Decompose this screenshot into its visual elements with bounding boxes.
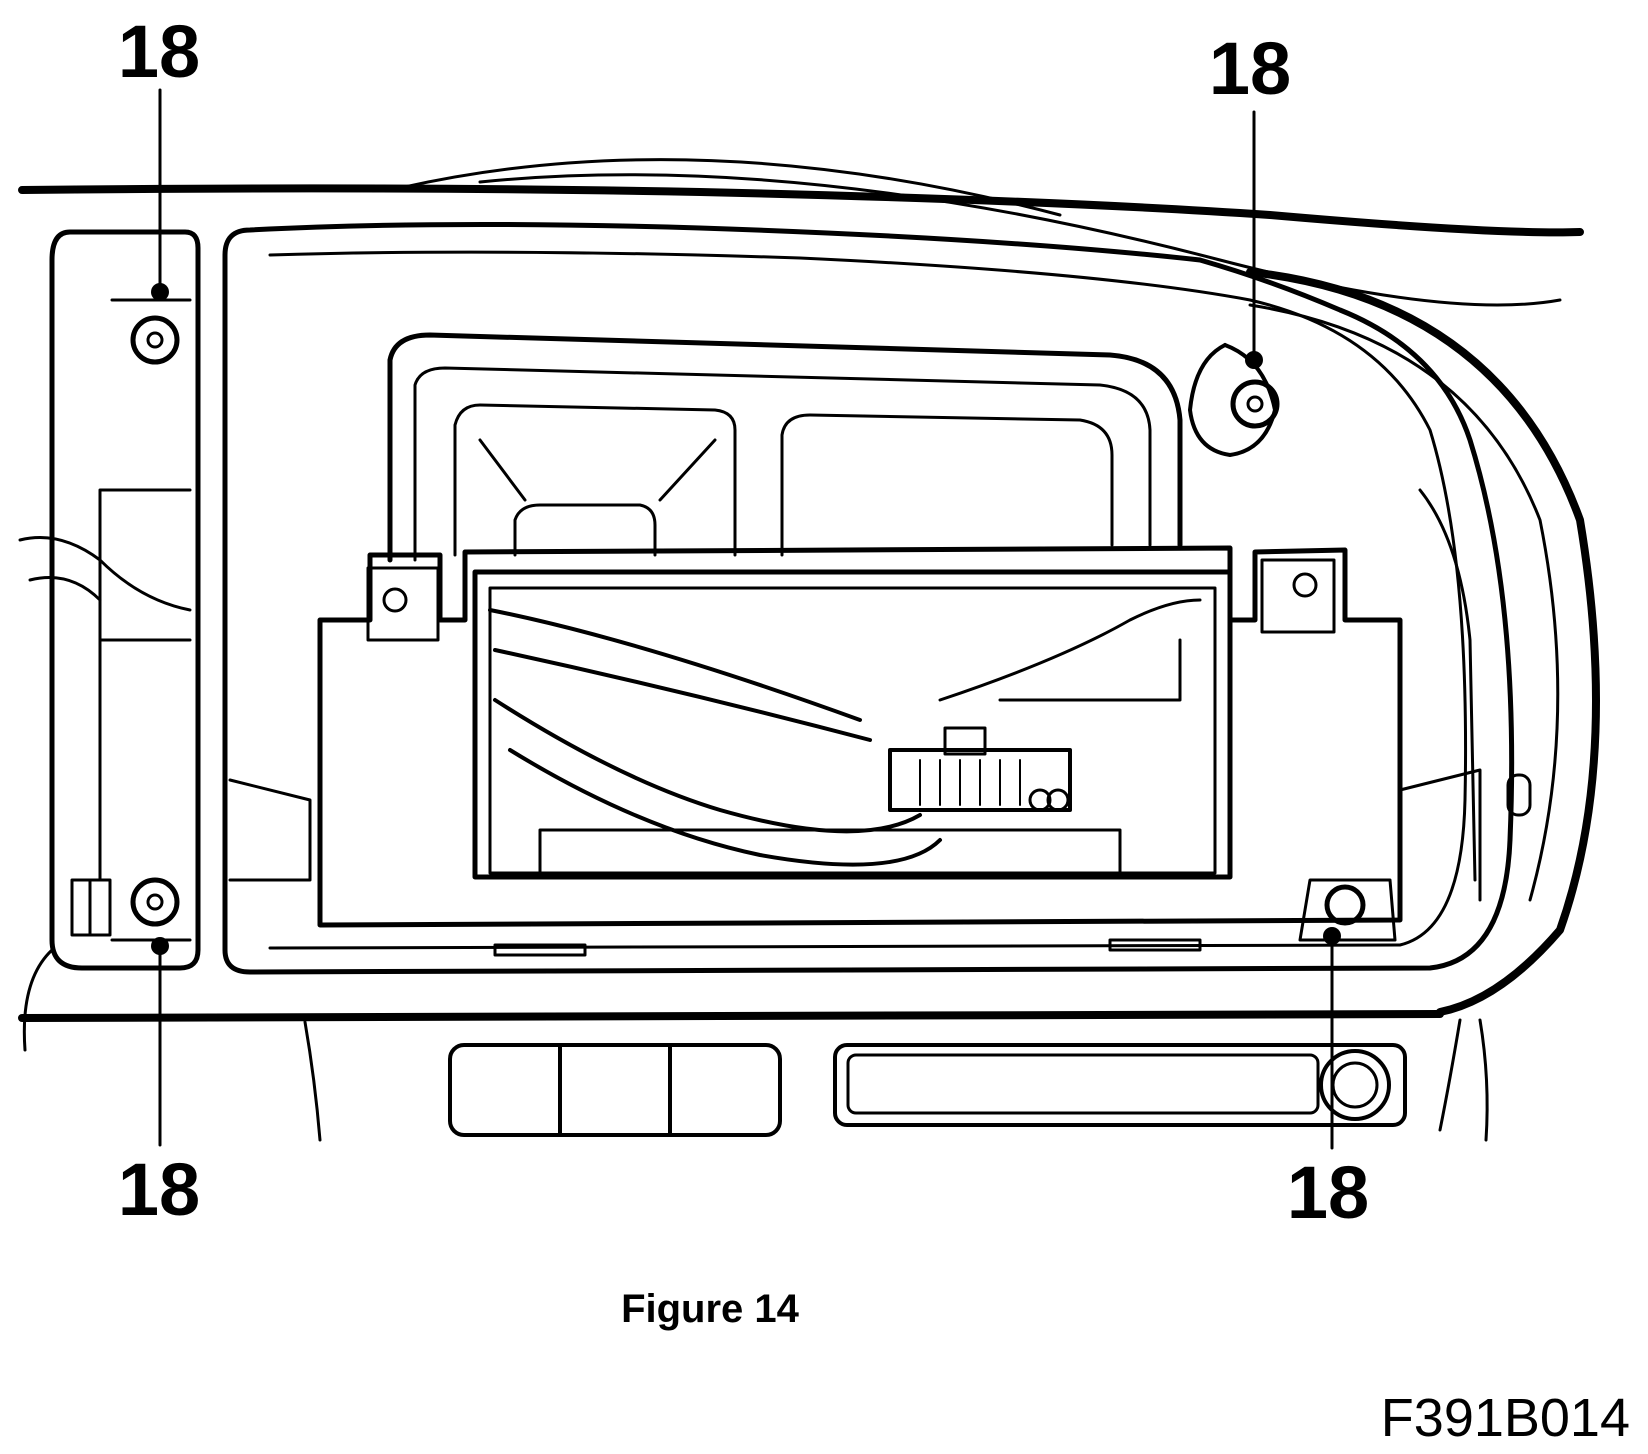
dash-right-end [1246, 268, 1600, 1016]
glovebox-inner [268, 250, 1468, 950]
vent-frame [387, 332, 1183, 563]
vent-left-opening [453, 403, 737, 557]
callout-label-top-right: 18 [1208, 27, 1292, 110]
connector-pins [919, 759, 1021, 806]
connector-latch [943, 726, 987, 756]
cage-opening-inner [488, 586, 1217, 875]
right-strip [1418, 488, 1477, 882]
vent-diag-2 [658, 438, 717, 502]
tab-left [366, 566, 440, 642]
vent-strip [833, 1043, 1407, 1127]
left-panel [49, 229, 201, 971]
connector-hole-2 [1046, 788, 1070, 812]
left-panel-seam [22, 948, 54, 1052]
callout-label-bottom-right: 18 [1286, 1151, 1370, 1234]
tab-right [1260, 558, 1336, 634]
cable-5 [938, 598, 1202, 702]
leader-top-right [1245, 110, 1263, 369]
cage-left-bracket [228, 778, 312, 882]
dash-top-curve-2 [478, 173, 1562, 307]
switch-panel [448, 1043, 782, 1137]
cable-6 [998, 638, 1182, 702]
dash-bottom-skirt-right [1438, 1018, 1462, 1132]
screw-bottom-right [1298, 878, 1397, 942]
vent-strip-inner [846, 1053, 1320, 1115]
cable-2 [493, 648, 872, 742]
dash-bottom-skirt-right-2 [1478, 1018, 1489, 1142]
screw-top-left [130, 315, 180, 365]
right-clip [1506, 773, 1532, 817]
cage-bottom-slot-right [1108, 938, 1202, 952]
screw-top-right [1188, 343, 1280, 457]
callout-label-bottom-left: 18 [117, 1148, 201, 1231]
dash-top-curve [398, 158, 1062, 217]
dash-bottom-skirt-left [303, 1020, 322, 1142]
cage-bottom-slot-left [493, 943, 587, 957]
cage-right-bracket [1398, 768, 1482, 902]
connector-hole-1 [1028, 788, 1052, 812]
left-hose [18, 536, 192, 612]
connector-body [888, 748, 1072, 812]
dash-top-edge [18, 184, 1584, 237]
vent-tab [513, 503, 657, 557]
tab-right-screw [1292, 572, 1318, 598]
cable-4 [508, 748, 942, 867]
dash-right-inner [1248, 303, 1560, 902]
cable-1 [488, 608, 862, 722]
tab-left-screw [382, 587, 408, 613]
glovebox-opening [222, 221, 1515, 975]
vent-right-opening [780, 413, 1114, 557]
figure-code: F391B014 [1380, 1388, 1630, 1448]
dash-bottom-edge [18, 1010, 1444, 1022]
cage-opening [472, 569, 1233, 880]
knob [1319, 1049, 1391, 1121]
knob-inner [1331, 1061, 1379, 1109]
figure-caption: Figure 14 [621, 1287, 799, 1331]
leader-bottom-left [151, 937, 169, 1147]
screw-bottom-left [130, 877, 180, 927]
callout-label-top-left: 18 [117, 10, 201, 93]
vent-frame-inner [413, 366, 1152, 562]
leader-top-left [151, 88, 169, 301]
cage-floor-block [538, 828, 1122, 877]
vent-diag-1 [478, 438, 527, 502]
left-duct [98, 488, 192, 882]
